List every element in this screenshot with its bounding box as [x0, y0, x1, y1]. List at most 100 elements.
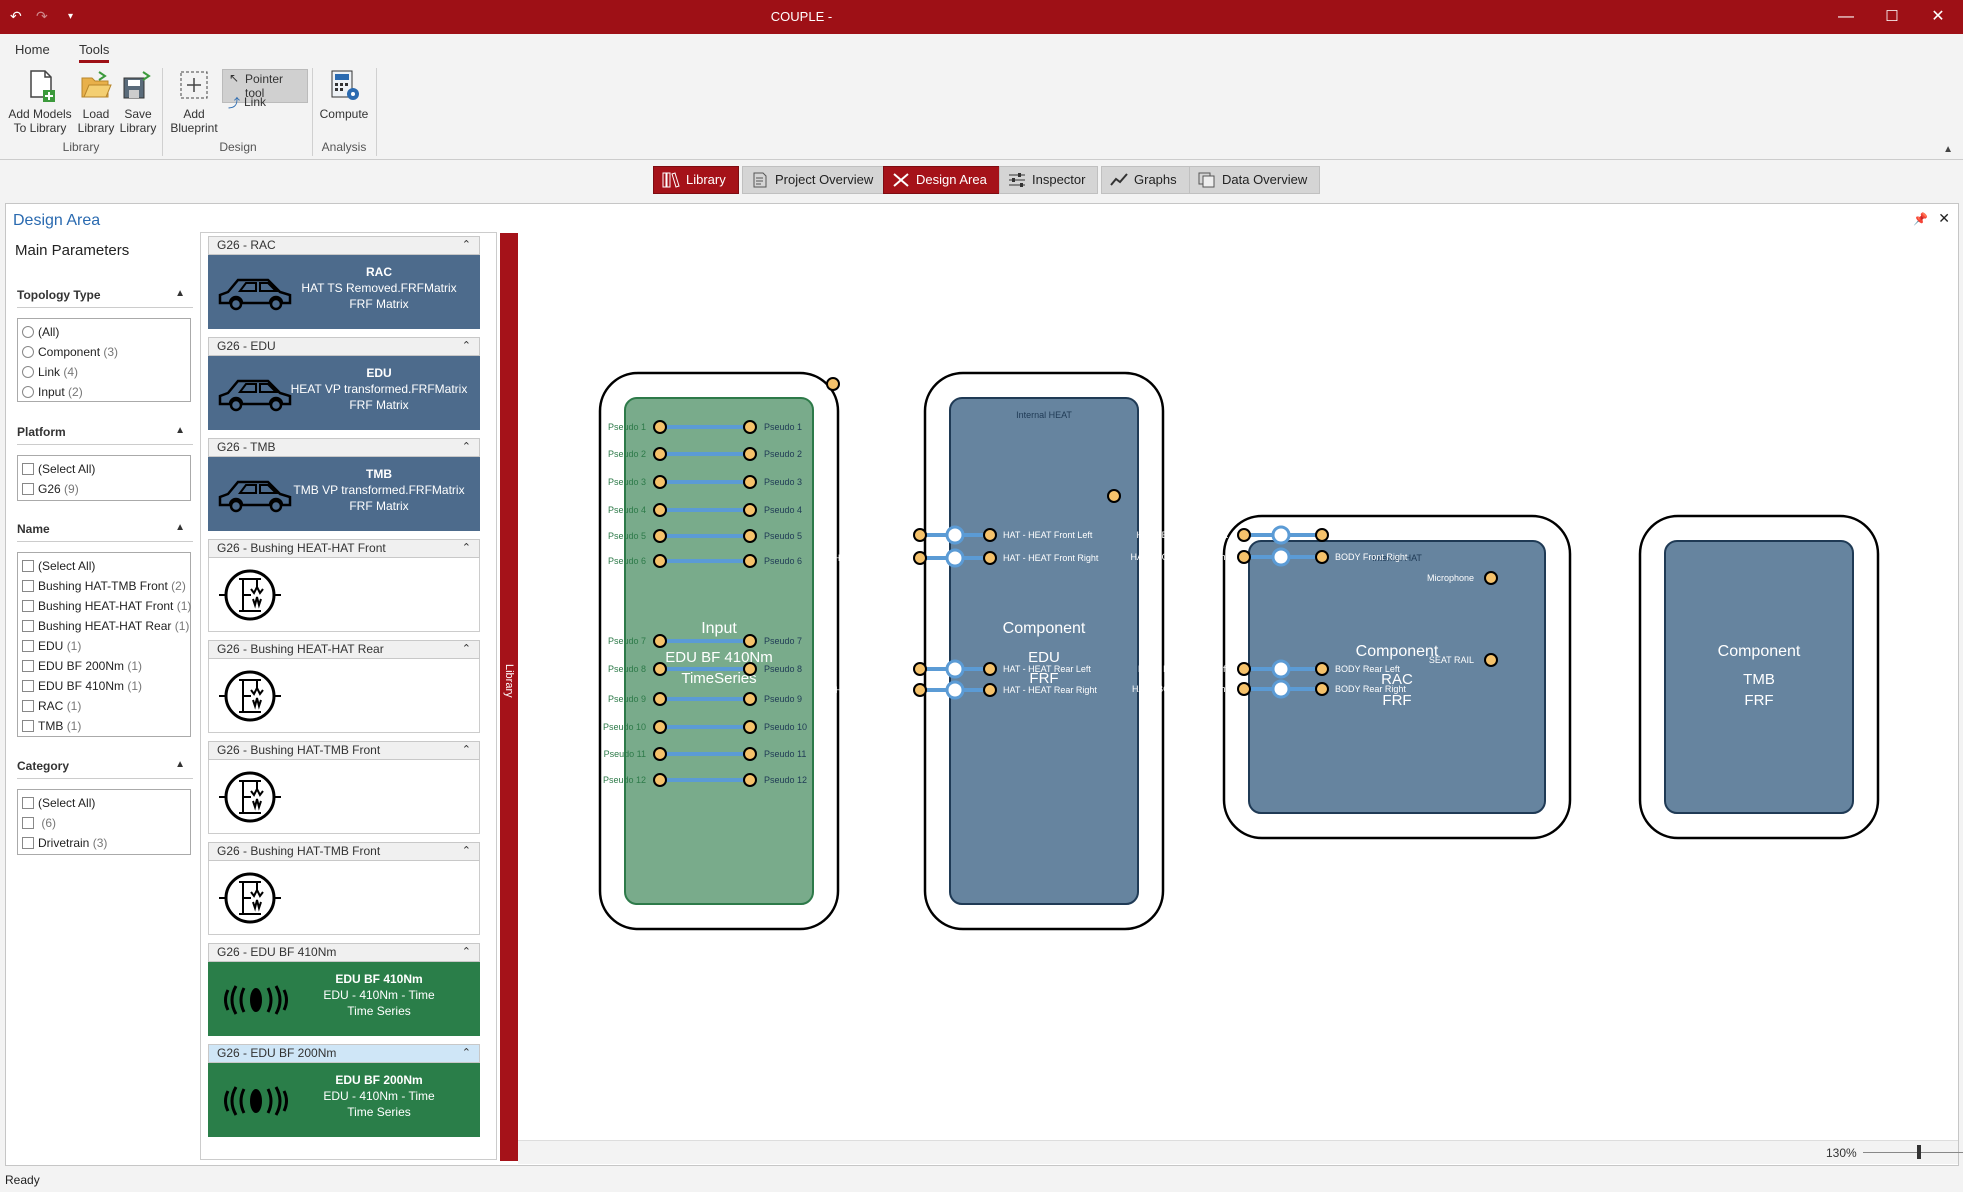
port-node[interactable]: [653, 503, 667, 517]
port-node[interactable]: [913, 683, 927, 697]
filter-item[interactable]: Input (2): [22, 382, 186, 402]
checkbox[interactable]: [22, 600, 34, 612]
add-blueprint-button[interactable]: Add Blueprint: [166, 68, 222, 135]
port-node[interactable]: [653, 773, 667, 787]
checkbox[interactable]: [22, 660, 34, 672]
library-item-header[interactable]: G26 - RAC⌃: [208, 236, 480, 255]
chevron-up-icon[interactable]: ⌃: [461, 441, 471, 453]
port-node[interactable]: [653, 420, 667, 434]
chevron-up-icon[interactable]: ⌃: [461, 239, 471, 251]
link-element-node[interactable]: [945, 659, 965, 679]
port-node[interactable]: [743, 420, 757, 434]
link-element-node[interactable]: [1271, 547, 1291, 567]
view-project-overview-button[interactable]: Project Overview: [742, 166, 887, 194]
port-node[interactable]: [983, 528, 997, 542]
filter-item[interactable]: Bushing HAT-TMB Front (2): [22, 576, 186, 596]
pointer-tool-button[interactable]: ↖ Pointer tool: [222, 69, 308, 103]
radio-button[interactable]: [22, 386, 34, 398]
filter-item[interactable]: TMB (1): [22, 716, 186, 736]
port-node[interactable]: [913, 528, 927, 542]
port-node[interactable]: [653, 554, 667, 568]
chevron-up-icon[interactable]: ⌃: [461, 845, 471, 857]
link-element-node[interactable]: [1271, 659, 1291, 679]
chevron-up-icon[interactable]: ⌃: [461, 542, 471, 554]
tab-tools[interactable]: Tools: [79, 42, 110, 63]
library-item-header[interactable]: G26 - Bushing HAT-TMB Front⌃: [208, 842, 480, 861]
port-node[interactable]: [743, 747, 757, 761]
filter-item[interactable]: Bushing HEAT-HAT Front (1): [22, 596, 191, 616]
port-node[interactable]: [1315, 682, 1329, 696]
compute-button[interactable]: Compute: [316, 68, 372, 121]
port-node[interactable]: [653, 475, 667, 489]
port-node[interactable]: [653, 634, 667, 648]
port-node[interactable]: [1237, 528, 1251, 542]
name-header[interactable]: Name ▲: [17, 522, 193, 542]
library-item-header[interactable]: G26 - Bushing HAT-TMB Front⌃: [208, 741, 480, 760]
input-block[interactable]: [624, 397, 814, 905]
topology-diagram[interactable]: Input EDU BF 410Nm TimeSeries Component …: [518, 233, 1958, 1133]
port-node[interactable]: [653, 692, 667, 706]
checkbox[interactable]: [22, 580, 34, 592]
port-node[interactable]: [743, 634, 757, 648]
filter-item[interactable]: (Select All): [22, 556, 186, 576]
platform-header[interactable]: Platform ▲: [17, 425, 193, 445]
port-node[interactable]: [743, 554, 757, 568]
radio-button[interactable]: [22, 326, 34, 338]
filter-item[interactable]: Component (3): [22, 342, 186, 362]
view-inspector-button[interactable]: Inspector: [999, 166, 1099, 194]
port-node[interactable]: [653, 720, 667, 734]
radio-button[interactable]: [22, 366, 34, 378]
link-element-node[interactable]: [1271, 525, 1291, 545]
port-node[interactable]: [653, 747, 667, 761]
filter-item[interactable]: (All): [22, 322, 186, 342]
filter-item[interactable]: EDU BF 410Nm (1): [22, 676, 186, 696]
library-item-header[interactable]: G26 - EDU⌃: [208, 337, 480, 356]
port-node[interactable]: [743, 692, 757, 706]
port-node[interactable]: [743, 720, 757, 734]
library-item-header[interactable]: G26 - EDU BF 200Nm⌃: [208, 1044, 480, 1063]
link-element-node[interactable]: [945, 525, 965, 545]
view-library-button[interactable]: Library: [653, 166, 739, 194]
port-node[interactable]: [1237, 550, 1251, 564]
port-node[interactable]: [743, 773, 757, 787]
chevron-up-icon[interactable]: ⌃: [461, 744, 471, 756]
view-data-overview-button[interactable]: Data Overview: [1189, 166, 1321, 194]
edu-block[interactable]: [949, 397, 1139, 905]
port-node[interactable]: [983, 683, 997, 697]
maximize-button[interactable]: ☐: [1885, 8, 1899, 25]
library-card-bushing[interactable]: [208, 760, 480, 834]
port-node[interactable]: [743, 475, 757, 489]
link-element-node[interactable]: [945, 680, 965, 700]
library-collapse-strip[interactable]: Library: [500, 233, 518, 1161]
checkbox[interactable]: [22, 680, 34, 692]
load-library-button[interactable]: Load Library: [76, 68, 116, 135]
library-item-header[interactable]: G26 - Bushing HEAT-HAT Front⌃: [208, 539, 480, 558]
undo-icon[interactable]: ↶: [10, 8, 22, 24]
checkbox[interactable]: [22, 483, 34, 495]
collapse-ribbon-icon[interactable]: ▲: [1943, 144, 1953, 155]
port-node[interactable]: [1315, 662, 1329, 676]
checkbox[interactable]: [22, 640, 34, 652]
filter-item[interactable]: (6): [22, 813, 186, 833]
port-node[interactable]: [826, 377, 840, 391]
checkbox[interactable]: [22, 560, 34, 572]
checkbox[interactable]: [22, 837, 34, 849]
close-pane-icon[interactable]: ✕: [1938, 210, 1950, 226]
close-window-button[interactable]: ✕: [1931, 8, 1945, 25]
filter-item[interactable]: Drivetrain (3): [22, 833, 186, 853]
port-node[interactable]: [913, 551, 927, 565]
rac-block[interactable]: [1248, 540, 1546, 814]
port-node[interactable]: [913, 662, 927, 676]
zoom-slider-thumb[interactable]: [1917, 1145, 1921, 1159]
port-node[interactable]: [1315, 550, 1329, 564]
port-node[interactable]: [1484, 571, 1498, 585]
category-header[interactable]: Category ▲: [17, 759, 193, 779]
port-node[interactable]: [743, 662, 757, 676]
checkbox[interactable]: [22, 720, 34, 732]
link-element-node[interactable]: [1271, 679, 1291, 699]
chevron-up-icon[interactable]: ⌃: [461, 946, 471, 958]
quick-access-dropdown-icon[interactable]: ▾: [68, 11, 74, 22]
